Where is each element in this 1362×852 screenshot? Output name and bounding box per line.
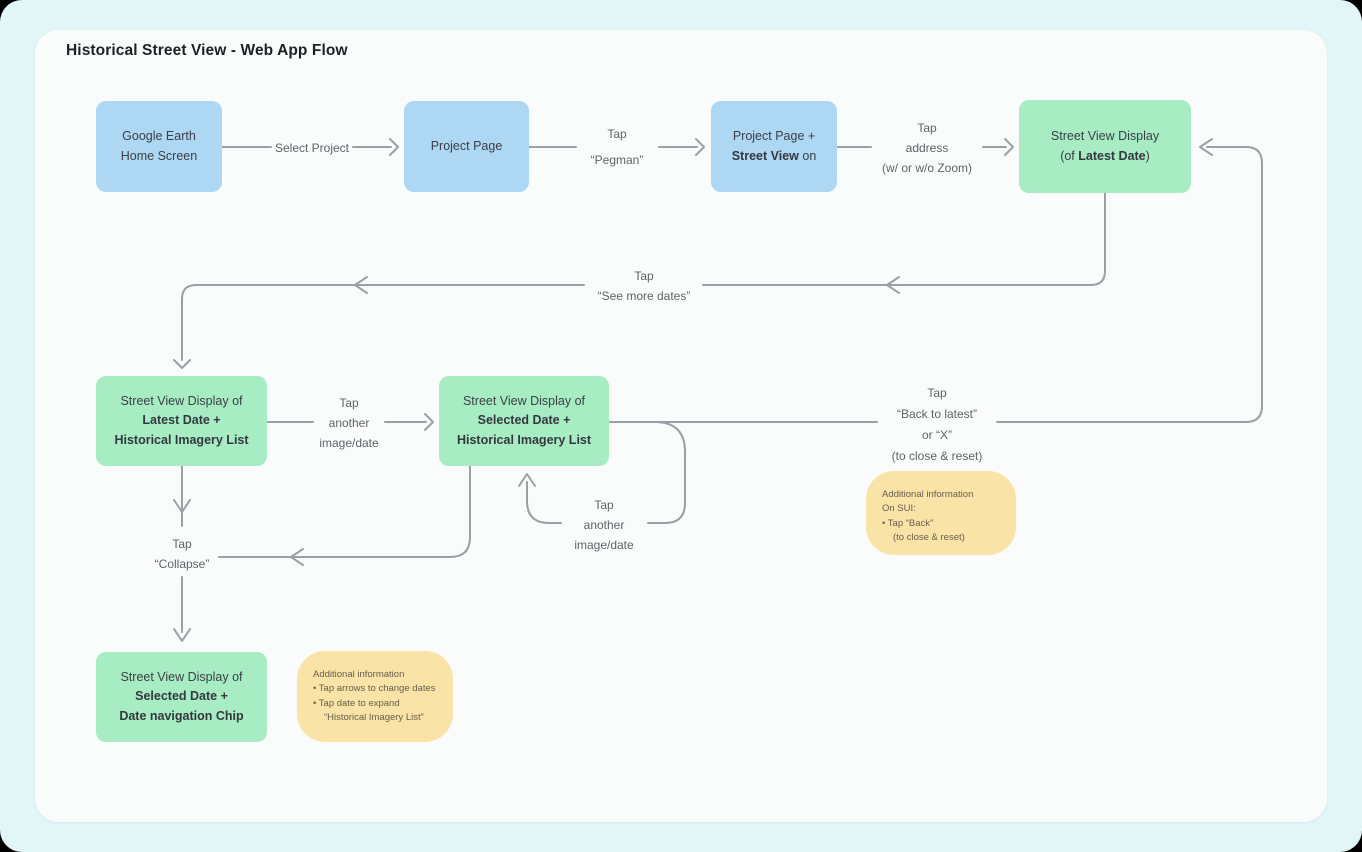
edge-label-line: “Back to latest” xyxy=(896,407,978,421)
arrowhead-collapse-mid xyxy=(290,548,304,566)
edge-label-line: Select Project xyxy=(274,141,350,155)
connector-collapse-from-selected xyxy=(218,465,471,558)
node-project-page-street-view[interactable]: Project Page + Street View on xyxy=(711,101,837,192)
edge-label-line: Tap xyxy=(917,121,937,135)
note-additional-info-sui[interactable]: Additional information On SUI: • Tap “Ba… xyxy=(866,471,1016,555)
connector-see-more-dates-right xyxy=(702,192,1106,286)
edge-label-tap-collapse: Tap “Collapse” xyxy=(122,534,242,574)
note-line: • Tap “Back” xyxy=(882,517,934,529)
edge-label-tap-pegman: Tap “Pegman” xyxy=(567,121,667,173)
arrowhead-into-latest-history xyxy=(173,359,191,369)
node-google-earth-home[interactable]: Google Earth Home Screen xyxy=(96,101,222,192)
edge-label-tap-another-image-2: Tap another image/date xyxy=(544,495,664,555)
edge-label-line: Tap xyxy=(339,396,359,410)
node-text-line: Historical Imagery List xyxy=(456,432,592,447)
node-text-line: Street View Display of xyxy=(120,393,243,408)
node-project-page[interactable]: Project Page xyxy=(404,101,529,192)
edge-label-line: image/date xyxy=(574,538,634,552)
edge-label-line: Tap xyxy=(927,386,947,400)
diagram-title: Historical Street View - Web App Flow xyxy=(66,42,348,59)
edge-label-line: another xyxy=(328,416,370,430)
edge-label-see-more-dates: Tap “See more dates” xyxy=(574,266,714,306)
edge-label-line: or “X” xyxy=(922,428,952,442)
node-text-line: Date navigation Chip xyxy=(119,708,244,723)
edge-label-select-project: Select Project xyxy=(257,138,367,158)
text-segment: (of xyxy=(1060,148,1079,163)
edge-label-line: “Collapse” xyxy=(154,557,210,571)
arrowhead-into-project-page xyxy=(389,138,399,156)
note-line: • Tap arrows to change dates xyxy=(313,683,436,695)
arrowhead-see-more-mid2 xyxy=(354,276,368,294)
note-line: Additional information xyxy=(882,489,974,500)
edge-label-back-to-latest: Tap “Back to latest” or “X” (to close & … xyxy=(862,383,1012,467)
text-segment: Street View xyxy=(731,148,799,163)
edge-label-line: “See more dates” xyxy=(597,289,691,303)
arrowhead-into-street-view-on xyxy=(695,138,705,156)
node-text-line: (of Latest Date) xyxy=(1060,147,1150,167)
text-segment: on xyxy=(798,148,817,163)
edge-label-line: Tap xyxy=(594,498,614,512)
node-text-line: Google Earth xyxy=(122,129,196,143)
note-line: On SUI: xyxy=(882,503,916,515)
arrowhead-down-to-collapse xyxy=(173,499,191,513)
edge-label-line: Tap xyxy=(634,269,654,283)
edge-label-tap-another-image-1: Tap another image/date xyxy=(289,393,409,453)
arrowhead-loop-into-selected xyxy=(518,473,536,487)
edge-label-line: “Pegman” xyxy=(590,153,644,167)
node-text-line: Project Page xyxy=(430,138,503,153)
node-latest-date-historical-list[interactable]: Street View Display of Latest Date + His… xyxy=(96,376,267,466)
node-selected-date-nav-chip[interactable]: Street View Display of Selected Date + D… xyxy=(96,652,267,742)
edge-label-line: another xyxy=(583,518,625,532)
edge-label-tap-address: Tap address (w/ or w/o Zoom) xyxy=(857,118,997,178)
node-text-line: Street View Display of xyxy=(462,393,586,408)
node-text-line: Selected Date + xyxy=(135,689,228,704)
text-segment: Latest Date xyxy=(1078,148,1146,163)
edge-label-line: Tap xyxy=(607,127,627,141)
note-line: Additional information xyxy=(313,669,405,680)
node-text-line: Street View Display xyxy=(1050,129,1160,143)
arrowhead-into-selected-history xyxy=(424,413,434,431)
node-street-view-latest-date[interactable]: Street View Display (of Latest Date) xyxy=(1019,100,1191,193)
text-segment: ) xyxy=(1145,148,1150,163)
node-selected-date-historical-list[interactable]: Street View Display of Selected Date + H… xyxy=(439,376,609,466)
arrowhead-see-more-mid xyxy=(886,276,900,294)
note-line: (to close & reset) xyxy=(893,531,965,543)
note-body: Additional information On SUI: • Tap “Ba… xyxy=(866,471,1016,555)
note-additional-info-date-chip[interactable]: Additional information • Tap arrows to c… xyxy=(297,651,453,742)
edge-label-line: (w/ or w/o Zoom) xyxy=(881,161,972,175)
node-text-line: Home Screen xyxy=(120,148,198,163)
node-text-line: Street View Display of xyxy=(120,669,243,684)
node-text-line: Historical Imagery List xyxy=(114,432,249,447)
node-text-line: Street View on xyxy=(732,147,817,167)
connector-see-more-dates-left xyxy=(181,284,585,361)
arrowhead-into-chip-box xyxy=(173,628,191,642)
edge-label-line: Tap xyxy=(172,537,192,551)
note-line: • Tap date to expand xyxy=(313,697,400,709)
node-text-line: Selected Date + xyxy=(477,413,571,428)
node-text-line: Project Page + xyxy=(732,129,816,143)
edge-label-line: address xyxy=(905,141,949,155)
arrowhead-into-latest-display xyxy=(1004,138,1014,156)
arrowhead-into-latest-display-right xyxy=(1199,138,1213,156)
edge-label-line: image/date xyxy=(319,436,379,450)
note-line: “Historical Imagery List” xyxy=(324,711,424,723)
node-text-line: Latest Date + xyxy=(142,413,221,428)
note-body: Additional information • Tap arrows to c… xyxy=(297,651,453,735)
edge-label-line: (to close & reset) xyxy=(891,449,983,463)
